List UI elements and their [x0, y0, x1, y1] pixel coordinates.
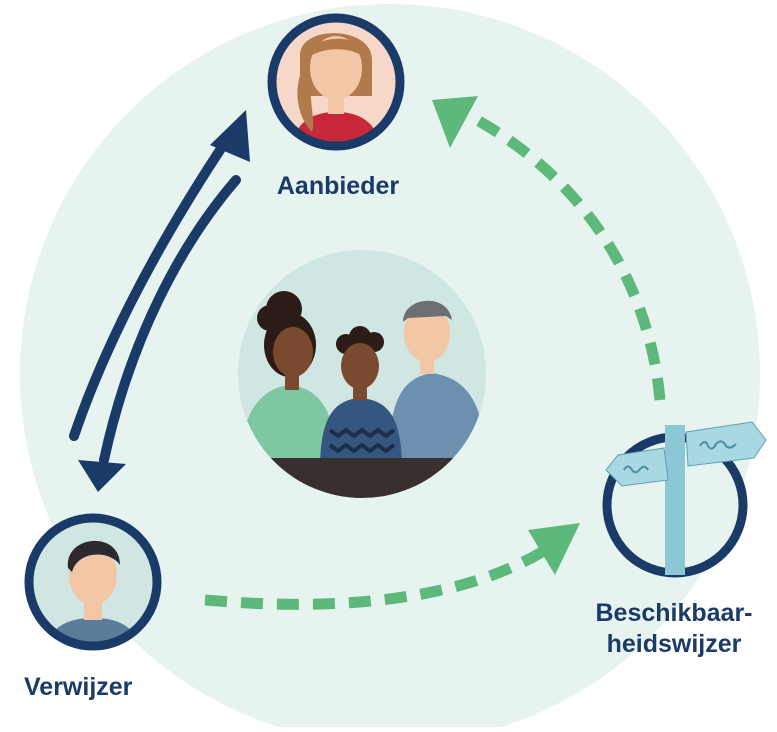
man-avatar-icon	[24, 513, 162, 651]
woman-avatar-icon	[267, 13, 405, 151]
beschikbaarheidswijzer-label-line2: heidswijzer	[606, 630, 742, 658]
aanbieder-label: Aanbieder	[276, 172, 400, 200]
beschikbaarheidswijzer-label: Beschikbaar- heidswijzer	[574, 598, 774, 660]
dashed-arrow-to-aanbieder	[432, 96, 666, 401]
dashed-arrow-to-beschikbaarheidswijzer	[204, 523, 580, 610]
beschikbaarheidswijzer-label-line1: Beschikbaar-	[595, 599, 753, 627]
arrow-to-aanbieder	[69, 110, 250, 441]
arrow-to-verwijzer	[78, 175, 241, 492]
verwijzer-label: Verwijzer	[24, 673, 133, 701]
family-icon	[238, 250, 486, 498]
signpost-icon	[602, 421, 767, 578]
